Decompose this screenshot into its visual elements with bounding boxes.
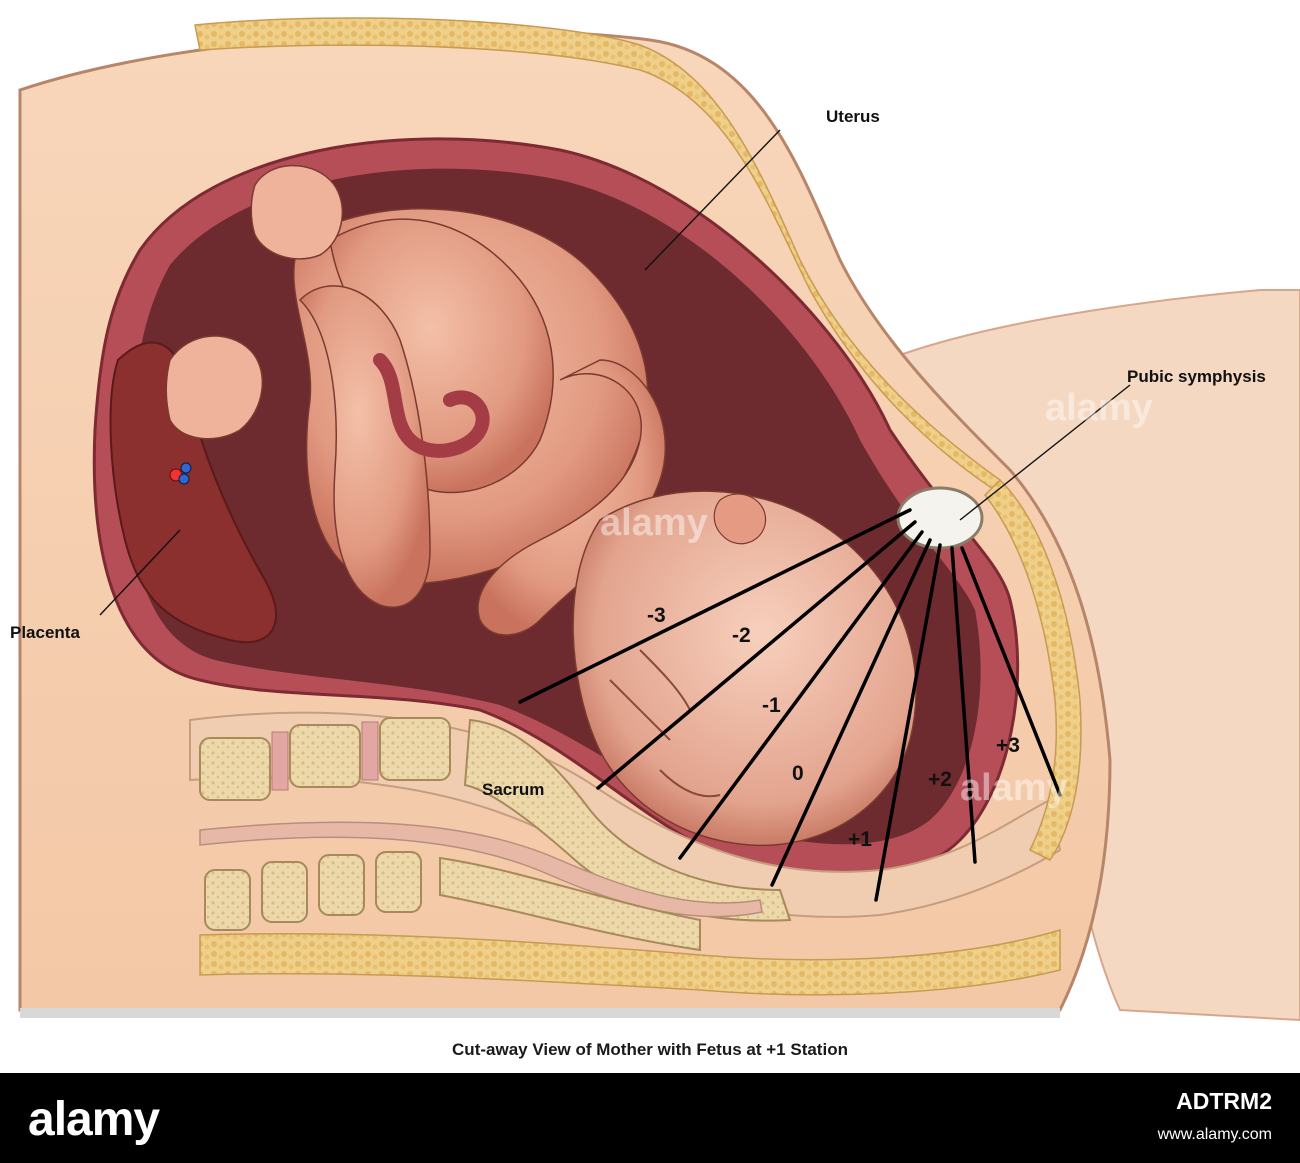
station-label-minus3: -3 [647,604,666,627]
footer-bar [0,1073,1300,1163]
watermark: alamy [960,767,1068,809]
figure-caption: Cut-away View of Mother with Fetus at +1… [452,1040,848,1059]
station-lines [518,508,1062,902]
pubic-fat [984,478,1082,861]
station-label-plus1: +1 [848,828,872,851]
station-line-plus2 [950,546,977,864]
brand-logo: alamy [28,1093,160,1146]
umbilical-vessel-blue [178,473,190,485]
station-label-plus2: +2 [928,768,952,791]
leader-uterus [644,129,781,271]
label-pubic-symphysis: Pubic symphysis [1127,367,1266,386]
back-fat-layer [199,928,1061,996]
station-line-plus3 [960,546,1062,797]
site-url: www.alamy.com [1157,1126,1272,1143]
watermark: alamy [1045,387,1153,429]
label-placenta: Placenta [10,623,80,642]
fetus-foot-lower [165,335,263,440]
umbilical-vessel-blue [180,462,192,474]
spinal-canal [199,821,763,918]
umbilical-cord [373,353,490,458]
sacrum [463,718,792,922]
station-line-minus2 [596,520,917,790]
station-label-plus3: +3 [996,734,1020,757]
station-line-plus1 [874,543,942,902]
label-uterus: Uterus [826,107,880,126]
station-line-minus1 [678,530,924,860]
pubic-symphysis [896,486,984,550]
leader-placenta [99,529,181,616]
lumbar-vertebrae [199,717,451,801]
fetus-foot-upper [250,164,344,260]
leader-pubic-symphysis [959,384,1131,521]
station-label-minus1: -1 [762,694,781,717]
lower-vertebrae [204,851,701,952]
station-line-minus3 [518,508,912,704]
fetus-ear [713,493,767,545]
station-label-minus2: -2 [732,624,751,647]
image-id: ADTRM2 [1176,1088,1272,1114]
label-sacrum: Sacrum [482,780,544,799]
station-line-0 [770,538,932,887]
fetus-arm [477,359,666,636]
fetus-leg [298,285,431,608]
station-label-0: 0 [792,762,804,785]
ground-shadow [20,1008,1060,1018]
watermark: alamy [600,502,708,544]
